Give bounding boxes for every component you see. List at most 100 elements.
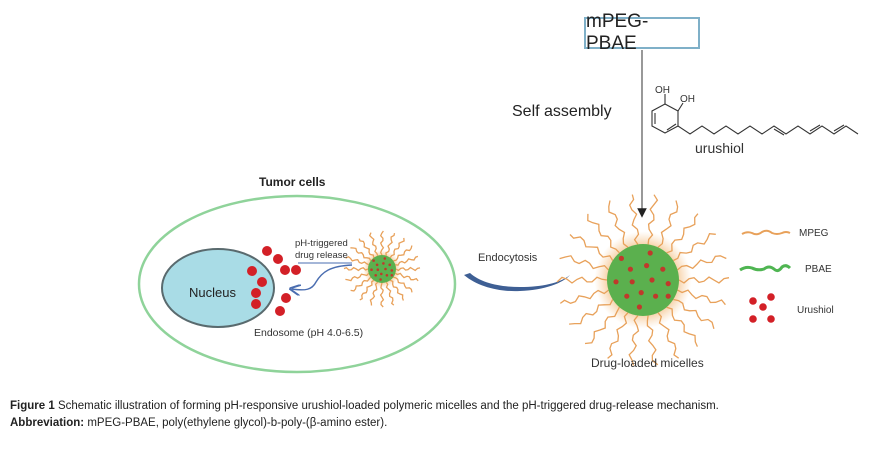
mpeg-chain <box>657 312 680 359</box>
drug-dot <box>647 250 653 256</box>
drug-dot <box>618 255 625 261</box>
mpeg-chain <box>569 299 614 325</box>
drug-dot <box>665 281 671 287</box>
drug-dot <box>388 263 392 267</box>
mpeg-chain <box>587 213 620 254</box>
figure-number: Figure 1 <box>10 400 55 412</box>
drug-dot <box>390 274 394 277</box>
drug-dot <box>370 268 373 272</box>
legend-pbae-label: PBAE <box>805 264 832 275</box>
drug-dot <box>649 277 655 283</box>
polymer-label: mPEG-PBAE <box>586 11 649 54</box>
mpeg-chain <box>608 200 629 248</box>
abbreviation-label: Abbreviation: <box>10 417 85 429</box>
mpeg-chain <box>569 234 614 261</box>
mpeg-chain <box>369 281 379 306</box>
drug-dot <box>636 304 643 310</box>
hydroxyl-1: OH <box>655 85 670 96</box>
urushiol-label: urushiol <box>695 140 745 156</box>
mpeg-chain <box>673 298 715 329</box>
legend-urushiol-dots <box>749 293 775 323</box>
mpeg-chain <box>559 255 609 271</box>
drug-dot <box>660 266 666 272</box>
drug-dot <box>379 278 382 281</box>
diagram-canvas: OH OH <box>137 50 859 374</box>
drug-dot <box>376 268 380 272</box>
figure-diagram: OH OH <box>137 11 859 374</box>
mpeg-chain <box>393 245 413 262</box>
drug-dot <box>382 262 385 265</box>
mpeg-chain <box>647 194 659 245</box>
mpeg-chain <box>379 282 385 308</box>
mpeg-chain <box>678 276 730 284</box>
release-label: pH-triggered drug release <box>295 238 348 261</box>
nucleus <box>161 248 275 328</box>
endosome-label: Endosome (pH 4.0-6.5) <box>254 327 364 339</box>
drug-dot <box>384 267 387 271</box>
caption-line-2: Abbreviation: mPEG-PBAE, poly(ethylene g… <box>10 415 880 432</box>
released-drug-dots <box>247 246 301 316</box>
mpeg-chain <box>394 272 419 282</box>
mpeg-chain <box>359 279 375 301</box>
self-assembly-label: Self assembly <box>512 103 612 120</box>
release-arrow <box>292 264 353 290</box>
endocytosis-arrow <box>464 273 570 292</box>
drug-dot <box>374 274 378 277</box>
mpeg-chain <box>385 281 395 306</box>
mpeg-chain <box>657 200 679 248</box>
mpeg-chain <box>389 279 405 301</box>
mpeg-chain <box>584 306 620 345</box>
mpeg-chain <box>389 237 405 259</box>
mpeg-chain <box>393 276 413 293</box>
drug-dot <box>644 263 650 269</box>
drug-dot <box>665 293 671 299</box>
polymer-box: mPEG-PBAE <box>584 11 700 54</box>
mpeg-chain <box>677 289 726 306</box>
mpeg-chain <box>673 233 716 262</box>
drug-dot <box>624 293 630 299</box>
tumor-cell-membrane <box>137 194 457 374</box>
tumor-cells-label: Tumor cells <box>259 175 326 189</box>
drug-dot <box>627 266 634 272</box>
drug-dot <box>638 290 644 296</box>
micelle-label: Drug-loaded micelles <box>591 356 704 370</box>
legend-urushiol-label: Urushiol <box>797 305 834 316</box>
nucleus-label: Nucleus <box>189 285 236 300</box>
drug-loaded-micelle <box>556 194 730 366</box>
mpeg-chain <box>677 255 727 271</box>
mpeg-chain <box>345 256 369 266</box>
mpeg-chain <box>666 306 698 347</box>
abbreviation-text: mPEG-PBAE, poly(ethylene glycol)-b-poly-… <box>87 417 388 429</box>
small-micelle <box>343 230 421 308</box>
mpeg-chain <box>607 312 629 359</box>
drug-dot <box>385 274 389 277</box>
caption-line-1: Figure 1 Schematic illustration of formi… <box>10 398 880 415</box>
drug-dot <box>613 279 619 285</box>
drug-dot <box>380 272 383 276</box>
urushiol-structure <box>651 94 859 136</box>
legend-pbae-line <box>739 264 792 273</box>
mpeg-chain <box>358 238 375 258</box>
drug-dot <box>383 257 387 260</box>
mpeg-chain <box>379 230 385 256</box>
mpeg-chain <box>395 266 421 272</box>
drug-dot <box>629 279 635 285</box>
drug-dot <box>375 263 379 267</box>
figure-description: Schematic illustration of forming pH-res… <box>57 400 719 412</box>
mpeg-chain <box>628 194 640 245</box>
mpeg-chain <box>350 276 372 292</box>
mpeg-chain <box>556 276 608 284</box>
hydroxyl-2: OH <box>680 94 695 105</box>
mpeg-chain <box>385 232 396 256</box>
drug-dot <box>390 269 394 272</box>
mpeg-chain <box>666 213 699 254</box>
figure-caption: Figure 1 Schematic illustration of formi… <box>10 398 880 432</box>
drug-dot <box>372 259 375 262</box>
mpeg-chain <box>345 272 370 282</box>
mpeg-chain <box>368 232 379 256</box>
legend-mpeg-line <box>741 229 791 236</box>
mpeg-chain <box>628 315 640 366</box>
drug-dot <box>653 293 659 299</box>
mpeg-chain <box>395 255 419 266</box>
mpeg-chain <box>343 266 369 272</box>
